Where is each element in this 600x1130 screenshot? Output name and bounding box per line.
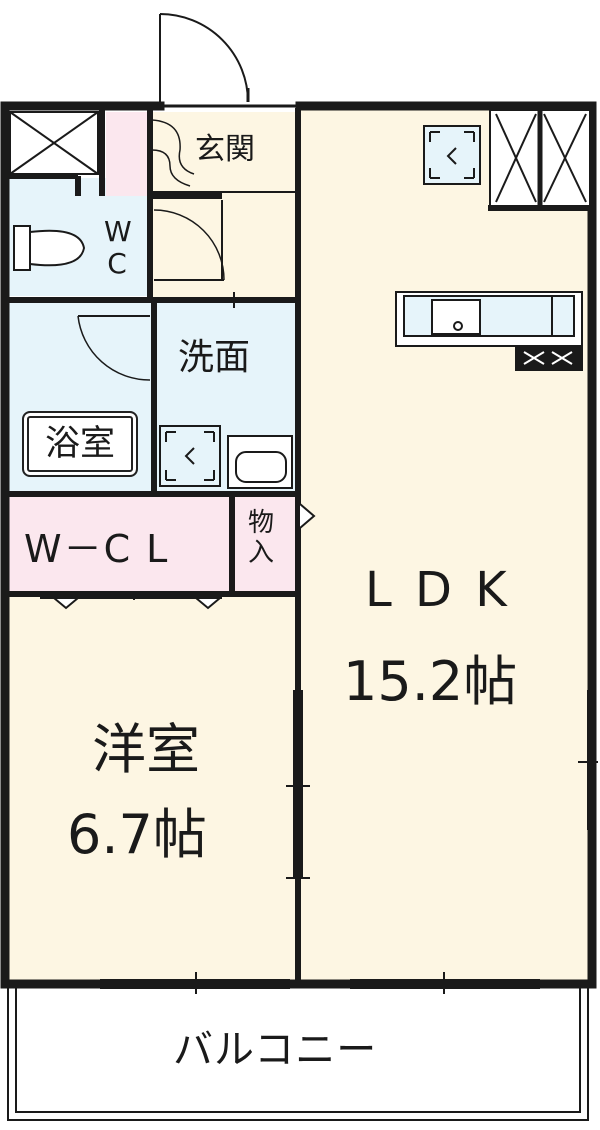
room-label-wcl: W－C L — [24, 527, 170, 571]
yoshitsu-floor — [8, 596, 298, 980]
ldk-floor — [300, 108, 588, 980]
room-label-senmen: 洗面 — [178, 337, 251, 378]
hall-floor — [150, 192, 298, 298]
room-label-wc: WC — [104, 215, 132, 280]
interior-walls — [8, 108, 301, 984]
room-label-genkan: 玄関 — [195, 132, 255, 167]
mono-door — [299, 503, 316, 529]
refrigerator-space — [423, 125, 481, 185]
entrance-door — [159, 13, 250, 103]
wash-basin — [227, 435, 293, 489]
toilet — [13, 225, 86, 271]
wcl-doors — [40, 592, 222, 610]
shoebox-floor — [106, 112, 150, 196]
room-label-ldk: L D K — [365, 562, 511, 618]
room-label-mono: 物入 — [247, 508, 274, 568]
hall-door-marks — [222, 206, 301, 308]
balcony-floor — [8, 986, 586, 1108]
balcony-windows — [100, 972, 540, 994]
kitchen-counter — [395, 291, 583, 371]
room-label-balcony: バルコニー — [173, 1027, 378, 1073]
mono-floor — [234, 496, 298, 596]
sliding-doors — [286, 690, 598, 879]
room-label-yoshitsu: 洋室 — [92, 718, 200, 781]
balcony-outline — [7, 988, 589, 1121]
room-size-yoshitsu: 6.7帖 — [67, 803, 207, 866]
washer-space — [159, 425, 221, 487]
room-size-ldk: 15.2帖 — [343, 650, 518, 713]
shoebox-door — [151, 119, 195, 187]
room-label-yokushitsu: 浴室 — [22, 411, 138, 477]
pipe-shaft-left — [9, 111, 99, 175]
bath-door — [77, 315, 151, 381]
wcl-floor — [8, 496, 230, 596]
pipe-shaft-right — [488, 109, 592, 211]
wc-door — [153, 200, 225, 281]
